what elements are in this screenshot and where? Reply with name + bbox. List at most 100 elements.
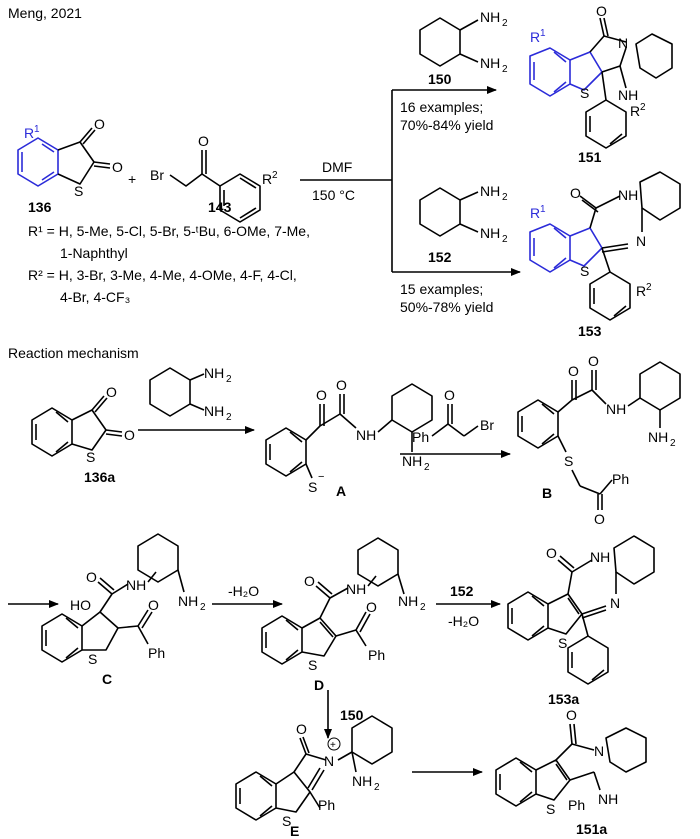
svg-text:R: R (530, 29, 540, 45)
svg-text:O: O (570, 185, 581, 201)
svg-text:S: S (580, 85, 589, 101)
svg-text:−: − (318, 471, 324, 483)
dehydration-label: -H₂O (228, 583, 259, 599)
svg-text:N: N (594, 743, 604, 759)
svg-text:O: O (148, 597, 159, 613)
label-153: 153 (578, 323, 602, 339)
plus-sign: + (128, 171, 136, 187)
svg-text:1: 1 (540, 28, 546, 39)
svg-text:O: O (588, 353, 599, 369)
svg-text:N: N (324, 753, 334, 769)
svg-text:R: R (636, 283, 646, 299)
svg-text:O: O (94, 116, 105, 132)
svg-text:O: O (336, 377, 347, 393)
intermediate-A: O O NH NH 2 S − A (265, 377, 433, 499)
label-136a: 136a (84, 469, 115, 485)
svg-text:O: O (366, 599, 377, 615)
svg-text:2: 2 (226, 374, 232, 385)
step-152-label: 152 (450, 583, 474, 599)
svg-text:NH: NH (480, 55, 500, 71)
svg-text:NH: NH (352, 773, 372, 789)
label-136: 136 (28, 199, 52, 215)
svg-text:NH: NH (346, 581, 366, 597)
svg-text:2: 2 (502, 64, 508, 75)
citation: Meng, 2021 (8, 5, 82, 21)
upper-yield: 70%-84% yield (400, 117, 493, 133)
svg-text:Ph: Ph (368, 647, 385, 663)
svg-text:2: 2 (502, 18, 508, 29)
svg-text:Ph: Ph (568, 797, 585, 813)
svg-text:S: S (74, 183, 83, 199)
label-B: B (542, 485, 552, 501)
svg-text:O: O (316, 387, 327, 403)
compound-136: O O S R 1 136 (17, 116, 123, 215)
label-E: E (290, 823, 299, 839)
label-152: 152 (428, 249, 452, 265)
r1-substituents-cont: 1-Naphthyl (60, 245, 128, 261)
svg-text:O: O (124, 427, 135, 443)
svg-text:1: 1 (540, 204, 546, 215)
diamine-150: NH 2 NH 2 150 (419, 9, 508, 87)
step-152-water: -H₂O (448, 613, 479, 629)
phenacyl-bromide: Ph O Br (412, 387, 494, 445)
svg-text:NH: NH (178, 593, 198, 609)
svg-text:NH: NH (204, 365, 224, 381)
svg-text:S: S (308, 479, 317, 495)
svg-text:Br: Br (480, 417, 494, 433)
svg-text:O: O (546, 545, 557, 561)
svg-text:NH: NH (480, 183, 500, 199)
compound-136a: O O S 136a (31, 384, 135, 485)
lower-examples: 15 examples; (400, 281, 483, 297)
product-153a: S O NH N 153a (507, 535, 655, 707)
svg-text:NH: NH (648, 429, 668, 445)
diamine-152: NH 2 NH 2 152 (419, 183, 508, 265)
svg-text:NH: NH (480, 9, 500, 25)
svg-text:S: S (86, 449, 95, 465)
product-151: O N NH S R 1 R 2 151 (529, 3, 673, 165)
product-151a: S O N NH Ph 151a (495, 707, 647, 837)
intermediate-C: S HO O NH NH 2 O Ph C (41, 533, 206, 687)
svg-text:NH: NH (606, 401, 626, 417)
svg-text:2: 2 (374, 782, 380, 793)
svg-text:O: O (198, 133, 209, 149)
label-C: C (102, 671, 112, 687)
svg-text:Ph: Ph (318, 797, 335, 813)
svg-text:O: O (596, 3, 607, 19)
svg-text:N: N (610, 595, 620, 611)
intermediate-D: S O NH NH 2 O Ph D (261, 537, 426, 693)
r2-substituents: R² = H, 3-Br, 3-Me, 4-Me, 4-OMe, 4-F, 4-… (28, 267, 297, 283)
svg-text:2: 2 (200, 602, 206, 613)
svg-text:O: O (106, 384, 117, 400)
compound-143: Br O R 2 143 (150, 133, 278, 223)
svg-text:S: S (546, 801, 555, 817)
svg-text:O: O (112, 159, 123, 175)
label-151: 151 (578, 149, 602, 165)
svg-text:NH: NH (402, 453, 422, 469)
svg-text:NH: NH (618, 187, 638, 203)
intermediate-E: S O N + Ph NH 2 E (235, 715, 393, 839)
svg-text:2: 2 (640, 102, 646, 113)
intermediate-B: O O NH NH 2 S Ph O B (517, 353, 681, 527)
svg-text:NH: NH (204, 403, 224, 419)
svg-text:R: R (262, 171, 272, 187)
label-D: D (314, 677, 324, 693)
svg-text:NH: NH (590, 549, 610, 565)
r1-substituents: R¹ = H, 5-Me, 5-Cl, 5-Br, 5-ᵗBu, 6-OMe, … (28, 223, 310, 239)
svg-text:NH: NH (356, 427, 376, 443)
solvent: DMF (322, 159, 352, 175)
label-151a: 151a (576, 821, 607, 837)
svg-text:O: O (568, 363, 579, 379)
svg-text:NH: NH (618, 87, 638, 103)
svg-text:2: 2 (646, 282, 652, 293)
lower-yield: 50%-78% yield (400, 299, 493, 315)
svg-text:2: 2 (420, 602, 426, 613)
product-153: O NH N S R 1 R 2 153 (529, 171, 681, 339)
label-150: 150 (428, 71, 452, 87)
label-143: 143 (208, 199, 232, 215)
svg-text:S: S (88, 651, 97, 667)
svg-text:R: R (530, 205, 540, 221)
svg-text:O: O (304, 573, 315, 589)
svg-text:NH: NH (598, 791, 618, 807)
svg-text:2: 2 (502, 192, 508, 203)
svg-text:Ph: Ph (612, 471, 629, 487)
